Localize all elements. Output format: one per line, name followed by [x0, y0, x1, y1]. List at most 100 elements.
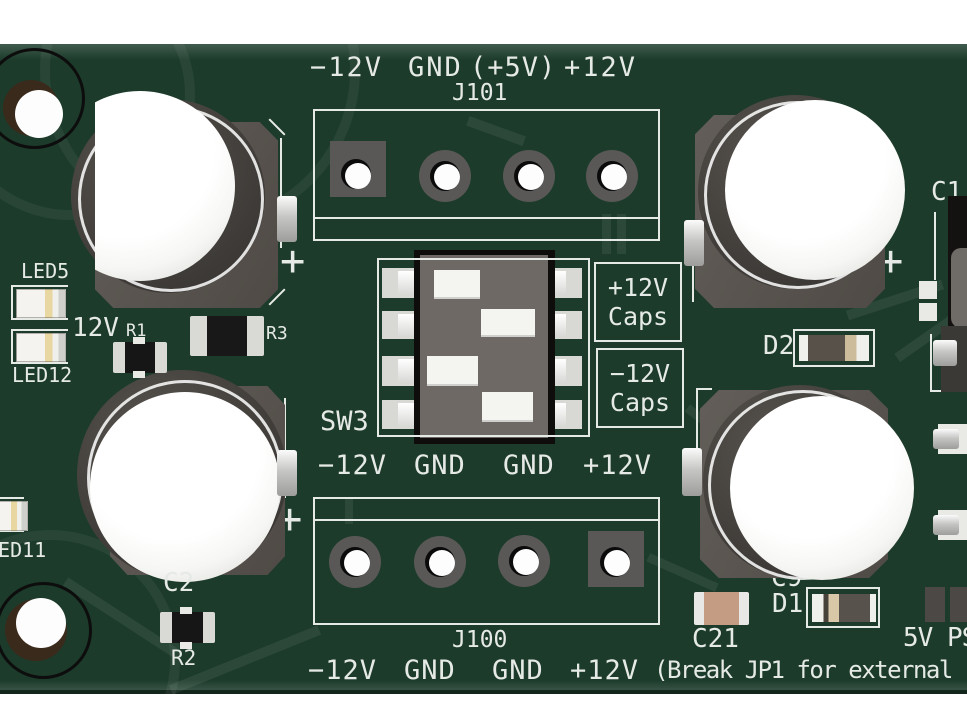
- led12-body: [16, 333, 66, 362]
- edge-pad-pin: [933, 429, 959, 449]
- pad-drill: [513, 549, 539, 575]
- psu-label: 5V PS: [903, 623, 967, 653]
- led5-body: [16, 289, 66, 318]
- polarity-plus: +: [280, 236, 306, 285]
- sw3-pad: [382, 268, 418, 298]
- pad-drill: [601, 164, 627, 190]
- led5-refdes: LED5: [21, 259, 70, 283]
- led12-refdes: LED12: [12, 363, 73, 387]
- edge-component-pin: [933, 340, 957, 366]
- solder-stub: [133, 337, 145, 344]
- j100-refdes: J100: [452, 627, 508, 653]
- edge-component-c1-can: [951, 248, 967, 328]
- edge-pad-pin: [933, 515, 959, 535]
- solder-stub: [180, 642, 192, 649]
- cap-terminal: [277, 450, 297, 496]
- mid-pin-label: GND: [503, 450, 555, 481]
- capacitor-top-right: [668, 88, 920, 316]
- jp1-pad: [950, 587, 967, 622]
- j101-pin-label: (+5V): [470, 52, 557, 83]
- d1-refdes: D1: [772, 589, 804, 619]
- edge-silk-bracket: [930, 334, 932, 392]
- j101-refdes: J101: [452, 80, 508, 106]
- led12-outline: [11, 329, 68, 364]
- mounting-hole-drill: [16, 598, 66, 648]
- led11-refdes: LED11: [0, 538, 47, 562]
- plus12v-caps-line1: +12V: [607, 273, 669, 302]
- j100-pin-label: GND: [404, 655, 456, 686]
- sw3-rocker-2[interactable]: [481, 309, 535, 337]
- cap-top: [725, 100, 905, 280]
- cap-silk-bracket: [284, 398, 286, 498]
- board-bottom-edge: [0, 690, 967, 694]
- board-bottom-bevel: [0, 680, 967, 690]
- diode-d2-outline: [793, 329, 875, 367]
- sw3-refdes: SW3: [320, 406, 369, 437]
- jp1-pad: [925, 587, 945, 622]
- mid-pin-label: +12V: [583, 450, 653, 481]
- j101-pad-4: [586, 150, 638, 202]
- minus12v-caps-line2: Caps: [609, 388, 671, 417]
- connector-j100-divider: [315, 519, 658, 521]
- mid-pin-label: −12V: [318, 450, 388, 481]
- sw3-rocker-4[interactable]: [482, 392, 533, 422]
- top-margin: [0, 0, 967, 44]
- sw3-pin: [398, 403, 417, 426]
- cap-top: [90, 392, 280, 582]
- mounting-hole-outline: [0, 582, 92, 679]
- plus12v-caps-line2: Caps: [607, 302, 669, 331]
- pad-drill: [345, 163, 371, 189]
- 12v-label: 12V: [72, 313, 119, 343]
- j100-pad-4: [329, 536, 381, 588]
- pad-drill: [604, 550, 630, 576]
- j101-pin-label: GND: [408, 52, 463, 83]
- j101-pin-label: +12V: [564, 52, 638, 83]
- connector-j101-divider: [315, 217, 658, 219]
- led11-outline: [0, 497, 24, 532]
- trace: [345, 498, 353, 524]
- c2-refdes: C2: [163, 568, 195, 598]
- pad-drill: [429, 550, 455, 576]
- pad-drill: [434, 164, 460, 190]
- edge-silk-bracket: [934, 212, 936, 280]
- trace: [602, 214, 611, 254]
- mounting-hole-outline: [0, 48, 85, 149]
- cap-solder-pad: [919, 281, 937, 299]
- sw3-pad: [382, 311, 418, 339]
- j101-pad-2: [419, 150, 471, 202]
- bottom-margin: [0, 694, 967, 727]
- sw3-outline: [377, 258, 590, 437]
- connector-j100-outline: [313, 497, 660, 625]
- resistor-r3: [190, 316, 264, 356]
- trace: [617, 214, 626, 254]
- diode-d2-body: [799, 335, 869, 361]
- connector-j101-outline: [313, 109, 660, 241]
- capacitor-c2: [60, 370, 310, 593]
- capacitor-c21-body: [694, 592, 749, 625]
- j100-pin-label: −12V: [308, 655, 378, 686]
- j101-pin-label: −12V: [310, 52, 384, 83]
- sw3-rocker-1[interactable]: [434, 270, 480, 299]
- cap-solder-pad: [919, 303, 937, 321]
- sw3-pin: [398, 359, 417, 382]
- capacitor-c9: [672, 383, 920, 593]
- plus12v-caps-box: +12V Caps: [594, 262, 682, 342]
- diode-d1-body: [812, 594, 876, 622]
- j100-pin-label: GND: [492, 655, 544, 686]
- jp1-note: (Break JP1 for external: [654, 656, 953, 684]
- sw3-pad: [382, 400, 418, 429]
- j100-pin-label: +12V: [570, 655, 640, 686]
- r1-refdes: R1: [126, 321, 147, 341]
- resistor-r1: [113, 342, 167, 373]
- dip-switch-sw3: [375, 248, 595, 446]
- d2-refdes: D2: [763, 331, 795, 361]
- solder-stub: [180, 607, 192, 614]
- pad-drill: [518, 164, 544, 190]
- r2-refdes: R2: [171, 646, 197, 670]
- solder-stub: [133, 371, 145, 378]
- sw3-pad: [382, 356, 418, 386]
- c21-refdes: C21: [692, 624, 739, 654]
- minus12v-caps-box: −12V Caps: [596, 348, 684, 428]
- sw3-rocker-3[interactable]: [427, 356, 478, 386]
